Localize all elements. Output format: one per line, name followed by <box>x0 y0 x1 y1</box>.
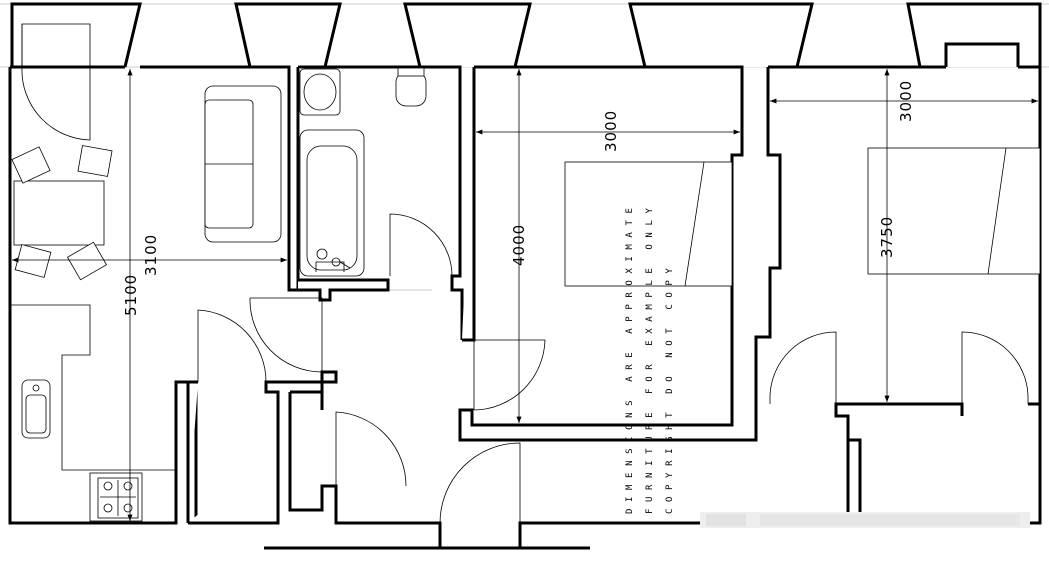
door-bathroom <box>389 213 453 277</box>
dimension-lines <box>11 69 1038 521</box>
disclaimer: DIMENSIONS ARE APPROXIMATE FURNITURE FOR… <box>625 202 675 514</box>
disclaimer-line-1: DIMENSIONS ARE APPROXIMATE <box>625 202 635 514</box>
washbasin-icon <box>299 68 341 116</box>
dim-bedroom1-length: 4000 <box>510 224 528 266</box>
kitchen-counter <box>10 304 176 471</box>
sink-icon <box>21 379 51 439</box>
bed-icon-1 <box>564 161 733 287</box>
disclaimer-line-2: FURNITURE FOR EXAMPLE ONLY <box>645 202 655 514</box>
walls <box>8 65 1042 548</box>
dim-living-width: 3100 <box>142 234 160 276</box>
living-furniture <box>10 85 282 522</box>
door-bathroom-lower <box>249 297 323 373</box>
dim-bedroom2-width: 3000 <box>897 80 915 122</box>
disclaimer-line-3: COPYRIGHT DO NOT COPY <box>665 262 675 514</box>
bathroom-fixtures <box>299 67 438 277</box>
door-entrance <box>439 442 521 524</box>
door-kitchen <box>197 309 267 383</box>
bathtub-icon <box>299 129 365 277</box>
bed-icon-2 <box>867 147 1041 275</box>
door-bedroom2-left <box>769 331 837 404</box>
dimension-labels: 3100 5100 3000 4000 3000 3750 <box>122 80 915 316</box>
door-living-top <box>21 23 91 141</box>
watermark-logo <box>700 512 1030 528</box>
bedroom-furniture <box>564 147 1041 287</box>
dim-bedroom2-length: 3750 <box>878 216 896 258</box>
sofa-icon <box>204 85 282 243</box>
door-bedroom1 <box>473 339 546 411</box>
door-hall-wc <box>335 411 407 487</box>
dim-living-length: 5100 <box>122 274 140 316</box>
toilet-icon <box>395 67 438 107</box>
doors <box>21 23 1029 524</box>
door-bedroom2-right <box>961 331 1029 404</box>
top-bays <box>10 2 1042 68</box>
stove-icon <box>89 472 143 522</box>
dim-bedroom1-width: 3000 <box>602 110 620 152</box>
passage-lines <box>847 440 861 523</box>
